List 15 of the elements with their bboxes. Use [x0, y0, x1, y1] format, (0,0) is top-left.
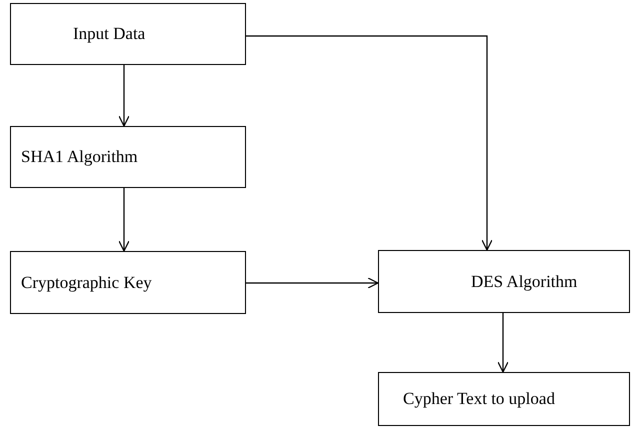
arrow: [246, 277, 379, 289]
box-label: SHA1 Algorithm: [21, 147, 138, 167]
arrow: [118, 65, 130, 127]
process-box: [378, 372, 630, 426]
process-box: [378, 250, 630, 313]
arrow: [246, 35, 493, 251]
arrow: [497, 313, 509, 373]
box-label: Cypher Text to upload: [403, 389, 555, 409]
process-box: [10, 126, 246, 188]
arrow: [118, 188, 130, 252]
box-label: DES Algorithm: [471, 272, 578, 292]
box-label: Input Data: [73, 24, 146, 44]
process-box: [10, 251, 246, 314]
process-box: [10, 3, 246, 65]
box-label: Cryptographic Key: [21, 272, 152, 292]
